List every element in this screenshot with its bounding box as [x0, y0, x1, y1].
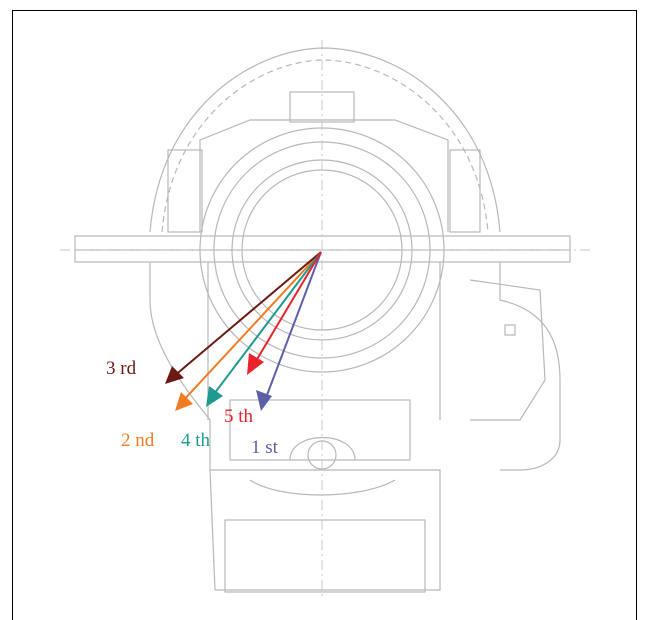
label-3rd: 3 rd — [106, 359, 136, 378]
label-2nd: 2 nd — [121, 431, 154, 450]
label-4th: 4 th — [181, 431, 210, 450]
label-5th: 5 th — [224, 407, 253, 426]
arrowhead-4th — [206, 386, 223, 407]
center-lines — [60, 40, 590, 600]
arrow-3rd — [173, 252, 321, 377]
arrow-4th — [211, 252, 321, 398]
housing-outline — [75, 48, 570, 592]
arrow-1st — [264, 252, 321, 403]
arrows — [165, 252, 321, 411]
label-1st: 1 st — [251, 438, 278, 457]
arrow-5th — [253, 252, 321, 366]
